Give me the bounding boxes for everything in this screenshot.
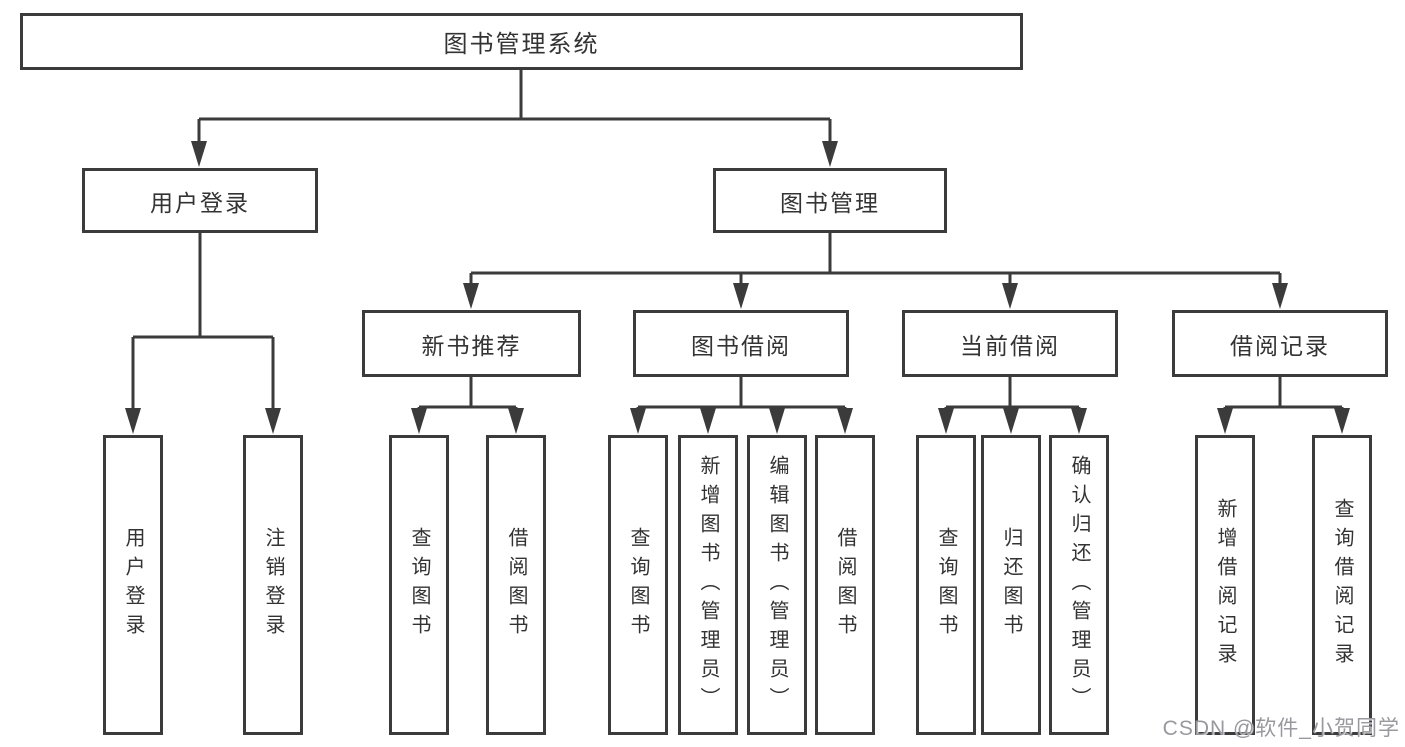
node-new-book-recommend: 新书推荐 <box>362 310 581 377</box>
node-label: 用户登录 <box>122 527 144 643</box>
edge-current-borrow-to-leaves <box>944 377 1081 411</box>
edge-new-book-to-leaves <box>417 377 518 411</box>
arrowhead <box>837 408 853 434</box>
node-label: 查询借阅记录 <box>1331 498 1353 672</box>
node-leaf-add-book-admin: 新增图书（管理员） <box>678 435 738 735</box>
arrowhead <box>700 408 716 434</box>
node-label: 新增图书（管理员） <box>697 454 719 716</box>
arrowhead <box>508 408 524 434</box>
arrowhead <box>125 408 141 434</box>
tree-edges <box>131 70 1344 414</box>
edge-book-mgmt-to-level3 <box>469 233 1282 287</box>
node-leaf-query-books-borrow: 查询图书 <box>608 435 668 735</box>
node-label: 编辑图书（管理员） <box>766 454 788 716</box>
node-book-management: 图书管理 <box>713 168 947 233</box>
edge-borrow-record-to-leaves <box>1223 377 1344 411</box>
node-leaf-query-books-current: 查询图书 <box>916 435 976 735</box>
node-leaf-return-book: 归还图书 <box>981 435 1041 735</box>
node-label: 借阅记录 <box>1230 332 1330 359</box>
arrowhead <box>1334 408 1350 434</box>
node-label: 查询图书 <box>408 527 430 643</box>
node-label: 图书管理 <box>780 189 880 216</box>
arrowhead <box>411 408 427 434</box>
node-leaf-query-borrow-record: 查询借阅记录 <box>1312 435 1372 735</box>
arrowhead <box>1003 408 1019 434</box>
node-label: 用户登录 <box>150 189 250 216</box>
node-label: 查询图书 <box>627 527 649 643</box>
node-root: 图书管理系统 <box>20 13 1023 70</box>
node-borrow-records: 借阅记录 <box>1172 310 1388 377</box>
node-leaf-query-books-recommend: 查询图书 <box>389 435 449 735</box>
node-label: 确认归还（管理员） <box>1068 454 1090 716</box>
node-user-login: 用户登录 <box>82 168 318 233</box>
arrowhead <box>769 408 785 434</box>
node-label: 图书管理系统 <box>443 31 600 58</box>
arrowhead <box>822 141 838 167</box>
node-leaf-user-login: 用户登录 <box>103 435 163 735</box>
edge-root-to-level2 <box>197 70 832 145</box>
node-label: 当前借阅 <box>960 332 1060 359</box>
edge-book-borrow-to-leaves <box>636 377 847 411</box>
arrowhead <box>1071 408 1087 434</box>
arrowhead <box>1002 283 1018 309</box>
arrowheads <box>125 141 1350 434</box>
node-label: 归还图书 <box>1000 527 1022 643</box>
edge-user-login-to-leaves <box>131 233 275 414</box>
node-leaf-add-borrow-record: 新增借阅记录 <box>1195 435 1255 735</box>
node-label: 新书推荐 <box>421 332 522 359</box>
node-current-borrow: 当前借阅 <box>902 310 1118 377</box>
arrowhead <box>733 283 749 309</box>
node-label: 借阅图书 <box>505 527 527 643</box>
node-label: 图书借阅 <box>691 332 791 359</box>
arrowhead <box>1217 408 1233 434</box>
node-label: 借阅图书 <box>834 527 856 643</box>
node-leaf-logout: 注销登录 <box>243 435 303 735</box>
node-leaf-edit-book-admin: 编辑图书（管理员） <box>747 435 807 735</box>
arrowhead <box>463 283 479 309</box>
node-label: 新增借阅记录 <box>1214 498 1236 672</box>
csdn-watermark: CSDN @软件_小贺同学 <box>1162 717 1400 740</box>
node-leaf-borrow-books: 借阅图书 <box>815 435 875 735</box>
arrowhead <box>1272 283 1288 309</box>
node-label: 注销登录 <box>262 527 284 643</box>
arrowhead <box>938 408 954 434</box>
arrowhead <box>630 408 646 434</box>
node-leaf-borrow-books-recommend: 借阅图书 <box>486 435 546 735</box>
node-leaf-confirm-return-admin: 确认归还（管理员） <box>1049 435 1109 735</box>
node-book-borrow: 图书借阅 <box>633 310 849 377</box>
node-label: 查询图书 <box>935 527 957 643</box>
arrowhead <box>265 408 281 434</box>
arrowhead <box>191 141 207 167</box>
